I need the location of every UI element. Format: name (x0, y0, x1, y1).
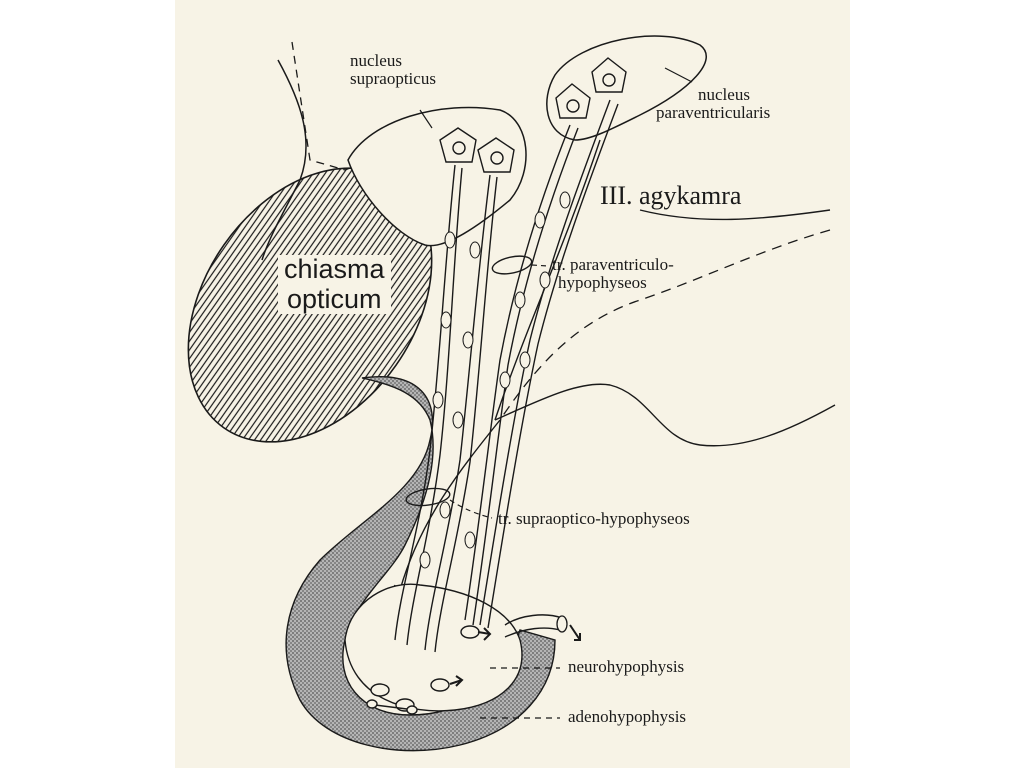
label-tr-paraventriculo-line2: hypophyseos (558, 272, 647, 292)
terminal-arrow-1 (477, 627, 492, 641)
leader-lines (419, 67, 693, 719)
label-third-ventricle: III. agykamra (600, 181, 742, 210)
blood-vessel (504, 614, 563, 638)
paraventricular-neurons (555, 57, 627, 119)
label-nucleus-paraventricularis-line1: nucleus (698, 85, 750, 104)
tract-ring-supraoptico (405, 487, 451, 507)
label-nucleus-paraventricularis-line2: paraventricularis (656, 102, 771, 122)
supraoptic-axons (394, 164, 498, 653)
label-adenohypophysis: adenohypophysis (568, 707, 687, 726)
label-chiasma-opticum: chiasma opticum (278, 254, 391, 315)
vessel-arrow (569, 624, 581, 641)
adenohypophysis-shape (285, 376, 556, 752)
ventricle-upper-line (639, 209, 831, 221)
vessel-opening (556, 615, 568, 633)
label-chiasma-opticum-line2: opticum (287, 283, 382, 314)
label-tr-paraventriculo: tr. paraventriculo- hypophyseos (552, 256, 674, 292)
axon-terminals (366, 625, 480, 715)
label-nucleus-supraopticus-line1: nucleus (350, 51, 402, 70)
label-neurohypophysis: neurohypophysis (568, 657, 685, 676)
label-tr-paraventriculo-line1: tr. paraventriculo- (552, 255, 674, 274)
nucleus-supraopticus-shape (347, 106, 527, 247)
label-chiasma-opticum-line1: chiasma (284, 254, 385, 284)
supraoptic-neurons (439, 127, 515, 173)
label-nucleus-supraopticus: nucleus supraopticus (350, 52, 436, 88)
brain-outline-right (494, 383, 836, 447)
axon-varicosities (419, 191, 571, 569)
label-nucleus-paraventricularis: nucleus paraventricularis (656, 86, 770, 122)
label-nucleus-supraopticus-line2: supraopticus (350, 68, 436, 88)
dashed-boundary-top (291, 41, 421, 171)
ventricle-dashed-line (499, 229, 831, 421)
terminal-arrow-2 (449, 675, 464, 687)
tract-ring-paraventriculo (491, 255, 533, 275)
paraventricular-axons (464, 99, 619, 629)
label-tr-supraoptico: tr. supraoptico-hypophyseos (498, 509, 690, 528)
